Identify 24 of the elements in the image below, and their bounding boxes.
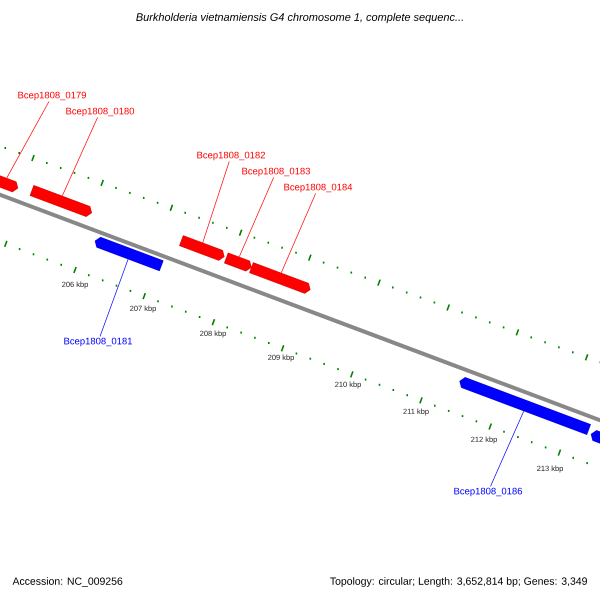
- gene-label: Bcep1808_0184: [284, 184, 352, 192]
- gene-label: Bcep1808_0180: [66, 108, 134, 116]
- leader-line: [62, 117, 98, 196]
- gene-feature: [30, 185, 92, 217]
- gene-label: Bcep1808_0186: [454, 488, 522, 496]
- leader-line: [490, 410, 524, 487]
- leader-line: [202, 161, 230, 243]
- gene-label: Bcep1808_0183: [242, 168, 310, 176]
- gene-label: Bcep1808_0179: [18, 92, 86, 100]
- leader-line: [238, 177, 274, 258]
- gene-feature: [459, 377, 591, 435]
- gene-feature: [0, 174, 18, 192]
- leader-line: [100, 259, 128, 337]
- gene-label: Bcep1808_0181: [64, 338, 132, 346]
- leader-line: [280, 193, 316, 274]
- gene-feature: [94, 236, 164, 272]
- gene-feature: [249, 262, 310, 294]
- summary-text: Topology: circular; Length: 3,652,814 bp; Genes: 3,349: [330, 577, 587, 587]
- leader-line: [6, 101, 50, 178]
- title: Burkholderia vietnamiensis G4 chromosome 1, complete sequenc...: [136, 12, 463, 24]
- gene-feature: [179, 235, 225, 261]
- gene-label: Bcep1808_0182: [197, 152, 265, 160]
- gene-feature: [224, 252, 252, 272]
- accession-text: Accession: NC_009256: [12, 577, 122, 587]
